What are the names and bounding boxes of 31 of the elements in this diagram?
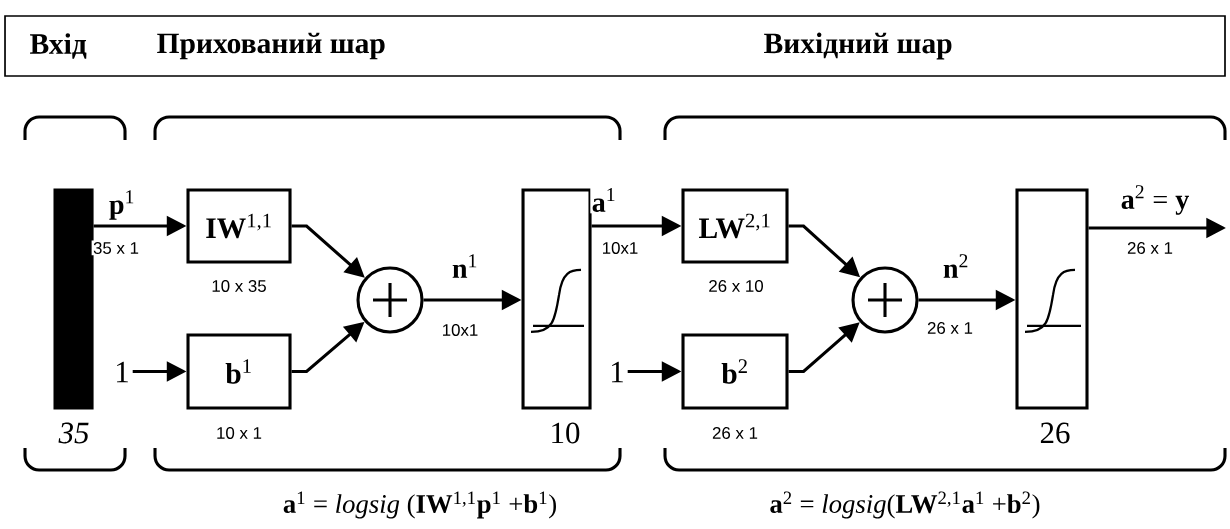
dimension-label: 26 x 1 — [712, 427, 758, 439]
weight-box: b$^{1}$ — [186, 333, 292, 410]
edge-label: p$^{1}$ — [109, 190, 134, 220]
input-bar — [53, 188, 94, 410]
transfer-function-box — [1015, 188, 1089, 410]
dimension-label: 26 x 10 — [709, 280, 763, 292]
dimension-label: 26 x 1 — [925, 320, 975, 336]
dimension-label: 35 x 1 — [91, 240, 141, 256]
dimension-label: 10x1 — [600, 240, 640, 256]
transfer-function-box — [521, 188, 592, 410]
dimension-label: 10 — [552, 422, 580, 444]
summing-junction — [851, 266, 919, 334]
edge-label: a$^{2}$ = y — [1121, 185, 1189, 215]
input-value: 1 — [117, 361, 128, 383]
weight-box: LW$^{2,1}$ — [681, 188, 789, 264]
dimension-label: 26 — [1040, 422, 1070, 444]
input-value: 1 — [612, 361, 623, 383]
weight-box: b$^{2}$ — [681, 333, 789, 410]
edge-label: n$^{2}$ — [943, 254, 968, 278]
formula: a$^{1}$ = logsig (IW$^{1,1}$p$^{1}$ +b$^{1}$) — [283, 491, 556, 519]
dimension-label: 10 x 35 — [212, 280, 266, 292]
dimension-label: 26 x 1 — [1125, 240, 1175, 256]
dimension-label: 10 x 1 — [217, 427, 262, 439]
dimension-label: 35 — [58, 422, 89, 444]
edge-label: a$^{1}$ — [592, 188, 615, 212]
summing-junction — [356, 266, 424, 334]
edge-label: n$^{1}$ — [452, 254, 477, 278]
formula: a$^{2}$ = logsig(LW$^{2,1}$a$^{1}$ +b$^{2}$) — [770, 491, 1040, 519]
weight-box: IW$^{1,1}$ — [186, 188, 292, 264]
header-box: Вхід Прихований шар Вихідний шар — [4, 15, 1226, 77]
dimension-label: 10x1 — [440, 322, 480, 338]
